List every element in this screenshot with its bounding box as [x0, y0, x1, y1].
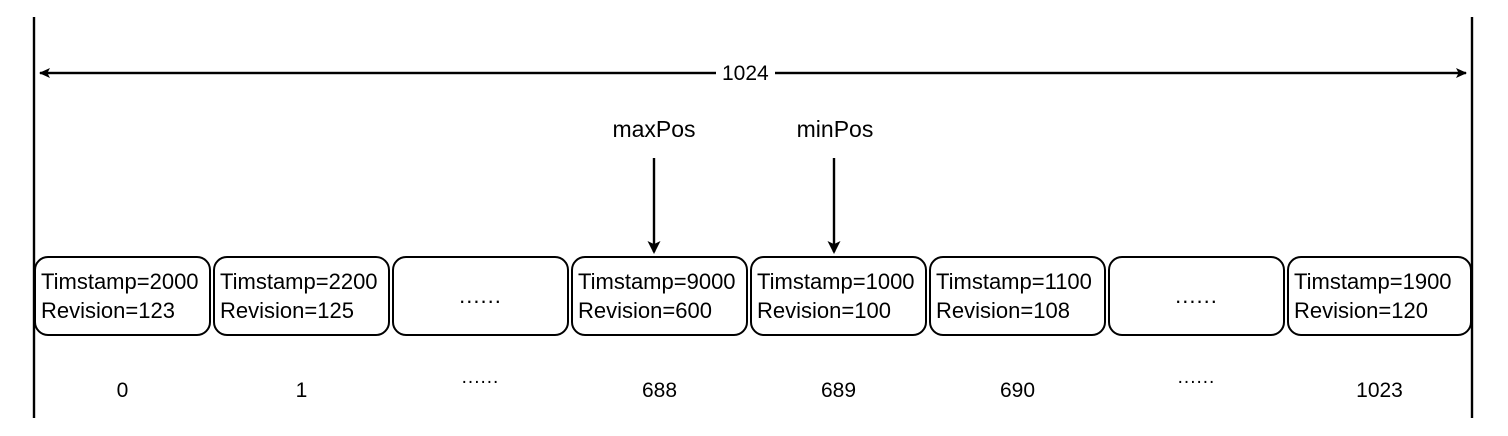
slot-timestamp: Timstamp=1000: [757, 268, 915, 294]
slot-timestamp: Timstamp=1900: [1294, 268, 1452, 294]
slot-ellipsis-dots: ......: [459, 283, 502, 308]
slot-ellipsis-dots: ......: [1175, 283, 1218, 308]
minpos-label: minPos: [796, 116, 874, 142]
buffer-slot-ellipsis-right[interactable]: ......: [1108, 256, 1285, 336]
slot-revision: Revision=123: [41, 298, 175, 323]
slot-timestamp: Timstamp=2000: [41, 268, 199, 294]
slot-timestamp: Timstamp=9000: [578, 268, 736, 294]
slot-timestamp: Timstamp=1100: [936, 268, 1092, 294]
slot-revision: Revision=120: [1294, 298, 1428, 323]
maxpos-label: maxPos: [612, 116, 696, 142]
buffer-slot-689[interactable]: Timstamp=1000 Revision=100: [750, 256, 927, 336]
slot-index-0: 0: [116, 379, 129, 402]
slot-index-ellipsis-left: ......: [461, 367, 500, 388]
buffer-slot-1023[interactable]: Timstamp=1900 Revision=120: [1287, 256, 1472, 336]
slot-revision: Revision=125: [220, 298, 354, 323]
slot-index-690: 690: [999, 379, 1036, 402]
slot-index-1: 1: [295, 379, 308, 402]
slot-revision: Revision=108: [936, 298, 1070, 323]
buffer-slot-688[interactable]: Timstamp=9000 Revision=600: [571, 256, 748, 336]
buffer-slot-690[interactable]: Timstamp=1100 Revision=108: [929, 256, 1106, 336]
dimension-label: 1024: [716, 63, 775, 84]
slot-index-689: 689: [820, 379, 857, 402]
slot-revision: Revision=600: [578, 298, 712, 323]
slot-index-688: 688: [641, 379, 678, 402]
slot-revision: Revision=100: [757, 298, 891, 323]
slot-timestamp: Timstamp=2200: [220, 268, 378, 294]
slot-index-ellipsis-right: ......: [1177, 367, 1216, 388]
slot-index-1023: 1023: [1356, 379, 1403, 402]
buffer-slot-ellipsis-left[interactable]: ......: [392, 256, 569, 336]
buffer-slot-1[interactable]: Timstamp=2200 Revision=125: [213, 256, 390, 336]
buffer-slot-0[interactable]: Timstamp=2000 Revision=123: [34, 256, 211, 336]
